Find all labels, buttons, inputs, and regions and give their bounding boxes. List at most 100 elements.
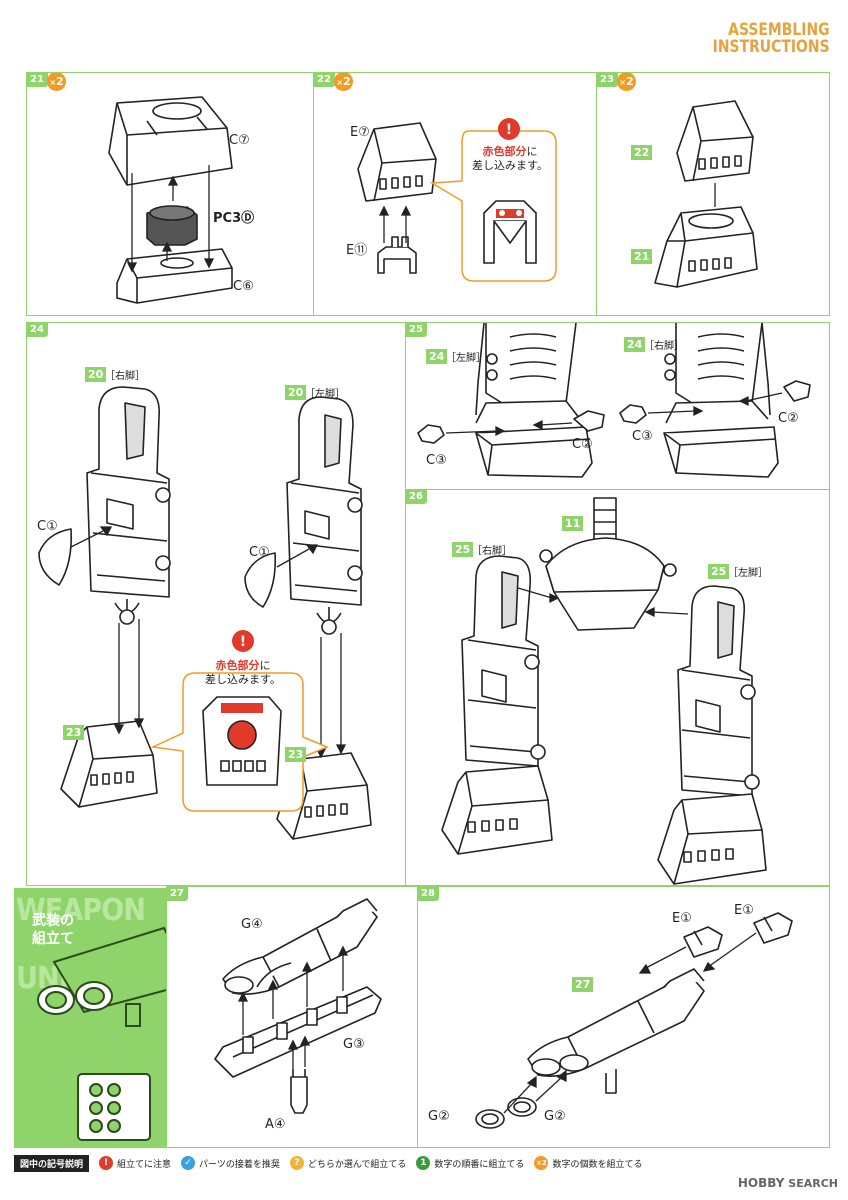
assembly-tag-25-right: 25 <box>452 542 474 557</box>
multiplier-value: 2 <box>56 75 64 88</box>
part-label-c1-right: C① <box>37 519 58 534</box>
assembly-tag-23-left: 23 <box>285 747 307 762</box>
part-label-c1-left: C① <box>249 545 270 560</box>
weapon-title-en-line1: WEAPON <box>16 893 146 928</box>
callout-text-suffix: に <box>526 145 538 158</box>
callout-red-text: 赤色部分 <box>215 659 260 672</box>
step-23-panel: 23 ×2 22 21 <box>596 72 830 316</box>
callout-text-line2: 差し込みます。 <box>472 159 548 172</box>
step-number: 27 <box>167 887 188 901</box>
legend-item-choose: ? どちらか選んで組立てる <box>289 1156 407 1170</box>
legend-text: どちらか選んで組立てる <box>307 1159 407 1170</box>
part-label-c3-left: C③ <box>426 453 447 468</box>
legend-item-quantity: ×2 数字の個数を組立てる <box>534 1156 642 1170</box>
step-number: 26 <box>406 490 427 504</box>
part-label-c2-right: C② <box>778 411 799 426</box>
weapon-preview-illustration <box>37 926 174 1141</box>
step-21-illustration <box>108 96 233 304</box>
step-number: 22 <box>314 73 335 87</box>
step-25-illustration <box>417 323 811 478</box>
weapon-title-jp-line1: 武装の <box>32 913 74 929</box>
step-number: 21 <box>27 73 48 87</box>
step-28-panel: 28 27 E① E① G② G② <box>417 886 830 1148</box>
part-label-e1-right: E① <box>734 903 754 918</box>
assembly-tag-24-right: 24 <box>624 337 646 352</box>
part-label-g2-left: G② <box>428 1109 450 1124</box>
part-label-g4: G④ <box>241 917 263 932</box>
header-line-2: INSTRUCTIONS <box>713 37 830 57</box>
step-22-illustration: ! <box>357 118 557 282</box>
part-label-pc3d: PC3Ⓓ <box>213 211 255 226</box>
side-label-right: ［右脚］ <box>644 341 684 352</box>
part-label-a4: A④ <box>265 1117 286 1132</box>
legend-text: 数字の順番に組立てる <box>434 1159 525 1170</box>
weapon-title-jp-line2: 組立て <box>32 931 74 947</box>
part-label-g3: G③ <box>343 1037 365 1052</box>
part-label-c6: C⑥ <box>233 279 254 294</box>
assembly-tag-20-left: 20 <box>285 385 307 400</box>
part-label-c3-right: C③ <box>632 429 653 444</box>
side-label-left: ［左脚］ <box>305 389 345 400</box>
legend-item-glue: ✓ パーツの接着を推奨 <box>181 1156 280 1170</box>
step-number: 25 <box>406 323 427 337</box>
multiplier-badge: ×2 <box>617 73 636 91</box>
side-label-right: ［右脚］ <box>105 371 145 382</box>
side-label-left: ［左脚］ <box>728 568 768 579</box>
part-label-g2-right: G② <box>544 1109 566 1124</box>
multiplier-prefix: × <box>336 78 344 87</box>
step-number: 28 <box>418 887 439 901</box>
assembly-tag-27: 27 <box>572 977 594 992</box>
instructions-header: ASSEMBLING INSTRUCTIONS <box>687 22 830 56</box>
legend-text: 数字の個数を組立てる <box>552 1159 643 1170</box>
step-24-illustration: ! <box>38 386 372 840</box>
legend-item-order: 1 数字の順番に組立てる <box>416 1156 524 1170</box>
header-line-1: ASSEMBLING <box>728 20 830 40</box>
assembly-tag-22: 22 <box>631 145 653 160</box>
choose-icon: ? <box>289 1156 304 1170</box>
hobbysearch-watermark: HOBBY SEARCH <box>738 1176 838 1190</box>
assembly-tag-11: 11 <box>562 516 584 531</box>
step-22-panel: 22 ×2 ! E⑦ E⑪ 赤色部分に 差し込みます。 <box>313 72 597 316</box>
svg-text:!: ! <box>506 122 512 138</box>
multiplier-value: 2 <box>626 75 634 88</box>
order-icon: 1 <box>416 1156 431 1170</box>
watermark-brand: HOBBY <box>737 1176 785 1190</box>
multiplier-badge: ×2 <box>334 73 353 91</box>
assembly-tag-24-left: 24 <box>426 349 448 364</box>
step-25-panel: 25 24 ［左脚］ 24 <box>405 322 830 490</box>
assembly-tag-21: 21 <box>631 249 653 264</box>
step-number: 24 <box>27 323 48 337</box>
multiplier-badge: ×2 <box>47 73 66 91</box>
step-27-panel: 27 G④ G③ A④ <box>166 886 418 1148</box>
weapon-unit-title-block: WEAPON UNIT 武装の 組立て <box>14 888 174 1148</box>
part-label-c2-left: C② <box>572 437 593 452</box>
assembly-tag-20-right: 20 <box>85 367 107 382</box>
side-label-right: ［右脚］ <box>472 546 512 557</box>
callout-red-text: 赤色部分 <box>482 145 527 158</box>
part-label-e11: E⑪ <box>346 243 368 258</box>
legend-heading: 図中の記号説明 <box>14 1154 90 1172</box>
part-label-c7: C⑦ <box>229 133 250 148</box>
caution-icon: ! <box>99 1156 114 1170</box>
callout-insert-red-part: 赤色部分に 差し込みます。 <box>472 145 548 173</box>
step-24-panel: 24 <box>26 322 406 886</box>
step-28-illustration <box>475 912 793 1129</box>
side-label-left: ［左脚］ <box>446 353 486 364</box>
callout-text-line2: 差し込みます。 <box>205 673 281 686</box>
part-label-e1-left: E① <box>672 911 692 926</box>
assembly-tag-25-left: 25 <box>708 564 730 579</box>
quantity-icon: ×2 <box>534 1156 549 1170</box>
step-23-illustration <box>654 100 758 288</box>
legend-text: パーツの接着を推奨 <box>199 1159 280 1170</box>
legend-item-caution: ! 組立てに注意 <box>99 1156 171 1170</box>
legend-text: 組立てに注意 <box>117 1159 172 1170</box>
assembly-tag-23-right: 23 <box>63 725 85 740</box>
watermark-suffix: SEARCH <box>788 1177 838 1190</box>
glue-icon: ✓ <box>181 1156 196 1170</box>
multiplier-prefix: × <box>49 78 57 87</box>
symbol-legend: 図中の記号説明 ! 組立てに注意 ✓ パーツの接着を推奨 ? どちらか選んで組立… <box>14 1152 834 1174</box>
multiplier-value: 2 <box>343 75 351 88</box>
multiplier-prefix: × <box>619 78 627 87</box>
weapon-title-jp: 武装の 組立て <box>32 912 74 948</box>
part-label-e7: E⑦ <box>350 125 370 140</box>
